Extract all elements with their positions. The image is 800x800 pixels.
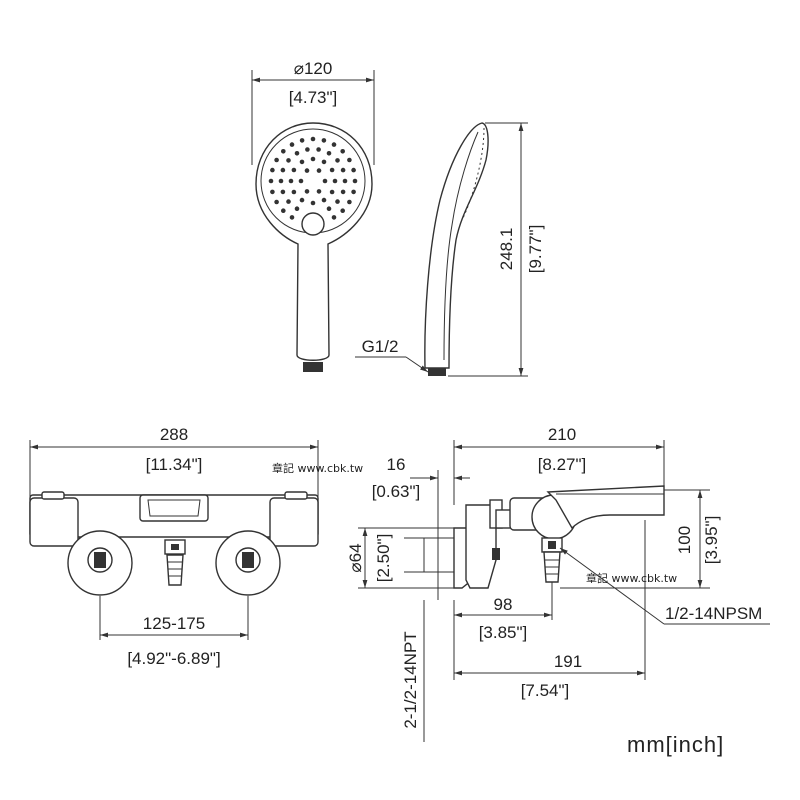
nozzle-dot [322,178,328,184]
nozzle-dot [342,178,348,184]
centers-mm: 125-175 [143,614,205,633]
handshower-length-in: [9.77"] [526,225,545,274]
nozzle-dot [321,159,327,165]
nozzle-dot [316,189,322,194]
nozzle-dot [274,157,279,163]
connection-thread: G1/2 [362,337,399,356]
nozzle-dot [310,200,316,206]
depth-in: [8.27"] [538,455,587,474]
centers-in: [4.92"-6.89"] [127,649,220,668]
handshower-diameter-in: [4.73"] [289,88,338,107]
watermark-left: 章記 www.cbk.tw [272,461,363,475]
mixer-front-view: 288 [11.34"] 125-175 [4.92"-6.89"] 章記 ww… [29,425,363,668]
nozzle-dot [321,138,327,143]
nozzle-dot [280,189,286,195]
flange-diameter-mm: ⌀64 [346,543,365,572]
nozzle-dot [289,215,295,220]
nozzle-dot [286,158,291,163]
nozzle-dot [268,178,274,184]
nozzle-dot [289,142,295,147]
handshower-body [255,122,373,361]
nozzle-dot [304,189,310,194]
nozzle-dot [329,189,335,195]
handshower-side-view: 248.1 [9.77"] G1/2 [355,122,545,377]
nozzle-dot [270,167,275,173]
nozzle-dot [286,199,291,204]
nozzle-dot [278,178,284,184]
nozzle-dot [347,157,352,163]
nozzle-dot [331,215,337,220]
nozzle-dot [326,151,332,156]
shelf-recess [139,494,209,522]
mixer-width-mm: 288 [160,425,188,444]
spray-nozzles [268,136,358,220]
handshower-length-mm: 248.1 [497,228,516,271]
outlet-offset-in: [3.85"] [479,623,528,642]
nozzle-dot [299,159,305,165]
nozzle-dot [335,158,340,163]
nozzle-dot [274,199,279,205]
nozzle-dot [340,208,346,213]
nozzle-dot [329,167,335,173]
shelf-side [546,485,665,530]
projection-mm: 191 [554,652,582,671]
nozzle-dot [335,199,340,204]
nozzle-dot [291,189,297,195]
inlet-thread: 2-1/2-14NPT [401,631,420,728]
nozzle-dot [270,189,275,195]
nozzle-dot [305,147,310,152]
outlet-thread: 1/2-14NPSM [665,604,762,623]
nozzle-dot [310,136,316,142]
nozzle-dot [298,178,304,184]
nozzle-dot [281,149,286,154]
nozzle-dot [321,197,327,203]
nozzle-dot [294,151,300,156]
right-handle [269,497,319,547]
handshower-side-body [424,122,489,369]
offset-mm: 16 [387,455,406,474]
nozzle-dot [294,206,300,211]
mixer-width-in: [11.34"] [146,455,203,474]
nozzle-dot [299,197,305,203]
nozzle-dot [340,189,346,195]
handshower-diameter-mm: ⌀120 [294,59,333,78]
nozzle-dot [288,178,294,184]
nozzle-dot [340,149,346,154]
mixer-side-view: 210 [8.27"] 16 [0.63"] ⌀64 [2.50"] 2-1/2… [346,425,770,742]
mode-button [301,212,325,236]
nozzle-dot [299,138,305,143]
handshower-front-view: ⌀120 [4.73"] [251,59,375,372]
left-handle [29,497,79,547]
nozzle-dot [316,147,321,152]
nozzle-dot [304,168,310,173]
height-in: [3.95"] [702,516,721,565]
height-mm: 100 [675,526,694,554]
nozzle-dot [280,167,286,173]
nozzle-dot [331,142,337,147]
outlet-offset-mm: 98 [494,595,513,614]
nozzle-dot [351,167,356,173]
units-label: mm[inch] [627,732,724,757]
nozzle-dot [351,189,356,195]
nozzle-dot [291,167,297,173]
flange-diameter-in: [2.50"] [374,534,393,583]
nozzle-dot [310,156,316,162]
nozzle-dot [332,178,338,184]
nozzle-dot [347,199,352,205]
nozzle-dot [281,208,286,213]
depth-mm: 210 [548,425,576,444]
watermark-right: 章記 www.cbk.tw [586,571,677,585]
offset-in: [0.63"] [372,482,421,501]
handshower-side-connector [428,368,446,376]
nozzle-dot [340,167,346,173]
nozzle-dot [352,178,358,184]
nozzle-dot [326,206,332,211]
projection-in: [7.54"] [521,681,570,700]
nozzle-dot [316,168,322,173]
